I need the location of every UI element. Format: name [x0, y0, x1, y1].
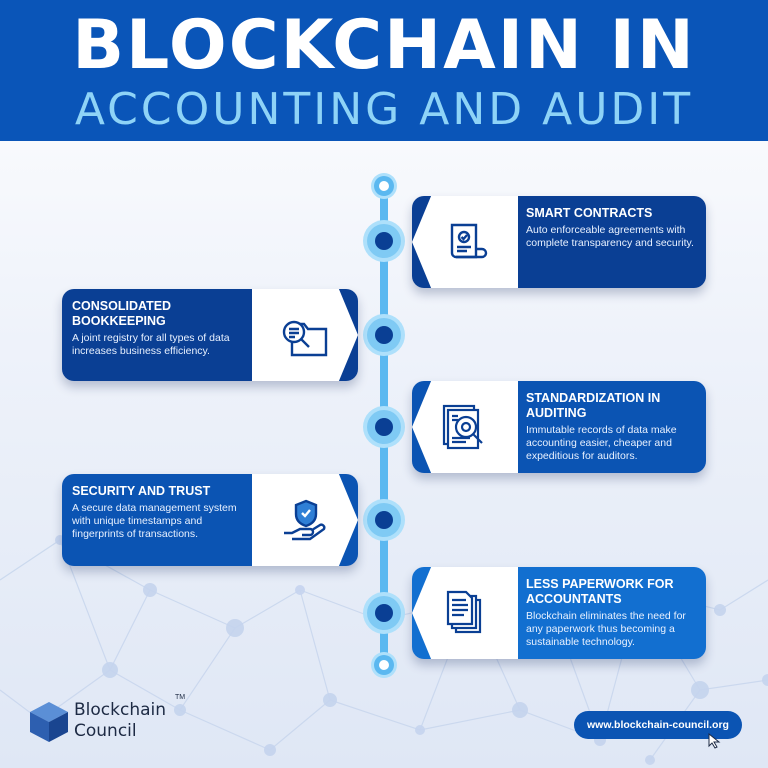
card-less-paperwork: LESS PAPERWORK FOR ACCOUNTANTS Blockchai… [412, 567, 706, 659]
page-title: BLOCKCHAIN IN [72, 6, 696, 85]
timeline-node-1 [367, 224, 401, 258]
card-description: A secure data management system with uni… [72, 502, 237, 540]
website-link[interactable]: www.blockchain-council.org [574, 711, 742, 739]
cube-icon [30, 702, 68, 742]
card-title: SMART CONTRACTS [526, 206, 653, 220]
cursor-icon [708, 733, 721, 749]
card-security-and-trust: SECURITY AND TRUST A secure data managem… [62, 474, 358, 566]
card-title: STANDARDIZATION IN AUDITING [526, 391, 661, 420]
card-consolidated-bookkeeping: CONSOLIDATED BOOKKEEPING A joint registr… [62, 289, 358, 381]
blockchain-council-logo: Blockchain Council TM [28, 694, 185, 749]
page-subtitle: ACCOUNTING AND AUDIT [74, 84, 694, 135]
card-title: LESS PAPERWORK FOR ACCOUNTANTS [526, 577, 674, 606]
timeline-node-4 [367, 503, 401, 537]
paper-stack-icon [412, 567, 518, 659]
header-banner: BLOCKCHAIN IN ACCOUNTING AND AUDIT [0, 0, 768, 141]
timeline-node-5 [367, 596, 401, 630]
folder-search-icon [252, 289, 358, 381]
card-title: CONSOLIDATED BOOKKEEPING [72, 299, 172, 328]
card-standardization-in-auditing: STANDARDIZATION IN AUDITING Immutable re… [412, 381, 706, 473]
timeline-start-node [374, 176, 394, 196]
document-magnifier-icon [412, 381, 518, 473]
timeline-end-node [374, 655, 394, 675]
card-description: Immutable records of data make accountin… [526, 424, 677, 462]
brand-name: Blockchain Council [74, 700, 167, 741]
shield-hand-icon [252, 474, 358, 566]
timeline-node-2 [367, 318, 401, 352]
trademark-mark: TM [175, 694, 186, 701]
card-description: Blockchain eliminates the need for any p… [526, 610, 686, 648]
card-smart-contracts: SMART CONTRACTS Auto enforceable agreeme… [412, 196, 706, 288]
card-description: A joint registry for all types of data i… [72, 332, 230, 357]
card-description: Auto enforceable agreements with complet… [526, 224, 694, 249]
card-title: SECURITY AND TRUST [72, 484, 211, 498]
timeline-node-3 [367, 410, 401, 444]
contract-icon [412, 196, 518, 288]
